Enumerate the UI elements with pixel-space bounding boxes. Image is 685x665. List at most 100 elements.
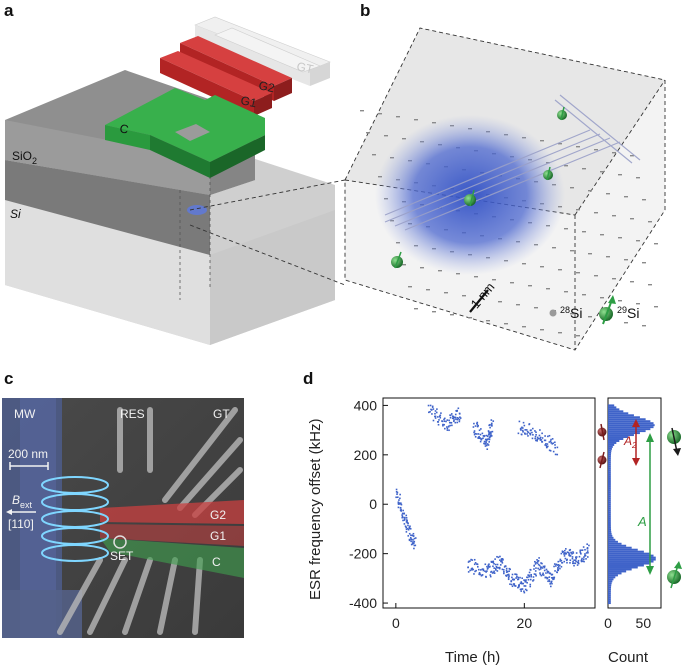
data-point (498, 567, 501, 569)
data-point (514, 573, 516, 575)
data-point (486, 448, 489, 450)
lattice-atom (558, 143, 562, 145)
data-point (554, 453, 557, 456)
data-point (501, 558, 504, 560)
lattice-atom (606, 256, 610, 258)
lattice-atom (612, 215, 616, 217)
data-point (501, 568, 504, 571)
data-point (478, 437, 481, 440)
histogram-bar (608, 548, 638, 551)
data-point (490, 571, 492, 573)
data-point (557, 567, 559, 569)
y-axis-title: ESR frequency offset (kHz) (307, 419, 324, 600)
data-point (489, 575, 492, 578)
histogram-bar (608, 414, 634, 417)
data-point (544, 444, 546, 446)
data-point (548, 579, 550, 581)
data-point (545, 572, 547, 574)
histogram-bar (608, 424, 655, 427)
lattice-atom (540, 329, 544, 331)
data-point (566, 558, 568, 561)
data-point (397, 501, 400, 504)
data-point (398, 503, 400, 505)
lattice-atom (594, 275, 598, 277)
data-point (540, 562, 542, 564)
data-point (561, 550, 564, 553)
lattice-atom (564, 291, 568, 293)
data-point (547, 435, 549, 438)
data-point (473, 422, 475, 425)
data-point (450, 413, 453, 415)
data-point (442, 424, 444, 427)
data-point (411, 543, 414, 545)
data-point (477, 425, 479, 427)
y-tick-label: -400 (349, 595, 377, 611)
histogram-bar (608, 534, 613, 537)
data-point (407, 524, 409, 527)
lattice-atom (582, 231, 586, 233)
histogram-bar (608, 449, 612, 452)
data-point (545, 444, 548, 447)
data-point (565, 552, 568, 555)
hist-x-tick-label: 50 (636, 615, 652, 631)
lattice-atom (420, 267, 424, 269)
data-point (412, 542, 415, 544)
data-point (549, 440, 552, 443)
data-point (509, 568, 511, 571)
data-point (528, 574, 530, 577)
lattice-atom (528, 285, 532, 287)
data-point (407, 535, 410, 537)
data-point (467, 566, 469, 569)
lattice-atom (612, 152, 616, 154)
data-point (525, 429, 528, 431)
svg-text:Bext: Bext (12, 493, 33, 510)
histogram-bar (608, 532, 612, 535)
data-point (541, 567, 544, 569)
data-point (575, 560, 577, 563)
data-point (474, 562, 477, 564)
legend-29-mass: 29 (617, 305, 627, 315)
data-point (413, 540, 416, 543)
data-point (453, 416, 456, 419)
data-point (548, 580, 551, 583)
data-point (505, 575, 508, 577)
data-point (574, 562, 577, 565)
data-point (516, 575, 518, 578)
data-point (541, 562, 543, 565)
data-point (541, 432, 543, 435)
histogram-bar (608, 582, 612, 585)
data-point (492, 561, 495, 564)
data-point (436, 408, 438, 410)
data-point (503, 570, 505, 573)
data-point (431, 413, 433, 415)
data-point (486, 435, 489, 438)
data-point (482, 569, 485, 572)
data-point (524, 580, 527, 583)
lattice-atom (570, 313, 574, 315)
lattice-atom (498, 301, 502, 303)
data-point (525, 589, 528, 592)
data-point (510, 580, 512, 583)
histogram-bar (608, 515, 611, 518)
histogram-bar (608, 576, 616, 579)
data-point (499, 555, 501, 558)
data-point (406, 520, 408, 522)
data-point (503, 572, 505, 575)
data-point (517, 586, 519, 589)
data-point (546, 443, 549, 445)
data-point (585, 552, 588, 554)
data-point (448, 429, 450, 432)
data-point (542, 565, 545, 568)
data-point (451, 417, 454, 420)
data-point (429, 404, 432, 407)
data-point (550, 581, 553, 584)
lattice-atom (522, 326, 526, 328)
nuclear-spin-up-icon (597, 451, 607, 469)
data-point (448, 419, 450, 422)
data-point (587, 551, 589, 554)
data-point (455, 418, 457, 421)
data-point (532, 576, 535, 578)
data-point (556, 446, 559, 449)
histogram-bar (608, 479, 611, 482)
